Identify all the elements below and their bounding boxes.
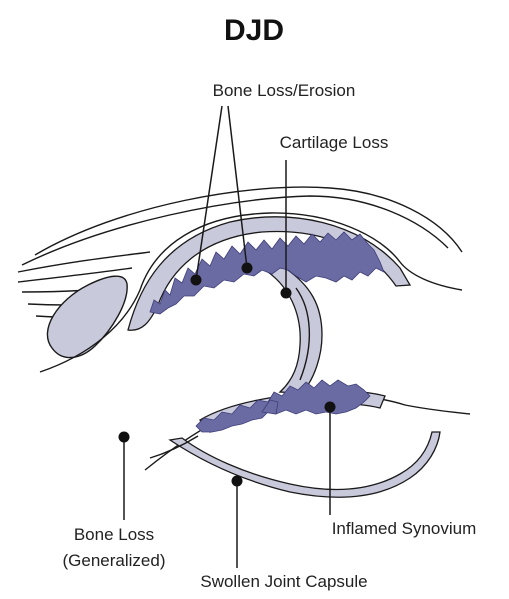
label-bone-loss-erosion: Bone Loss/Erosion xyxy=(213,81,356,100)
label-inflamed-synovium: Inflamed Synovium xyxy=(332,519,477,538)
leader-lines xyxy=(124,106,330,568)
lower-synovium xyxy=(196,380,370,432)
label-bone-loss-generalized-line2: (Generalized) xyxy=(63,551,166,570)
marker-bone-erosion-1 xyxy=(191,275,202,286)
sesamoid-bone xyxy=(47,276,127,357)
label-swollen-joint-capsule: Swollen Joint Capsule xyxy=(200,572,367,591)
marker-swollen-joint-capsule xyxy=(232,476,243,487)
label-bone-loss-generalized-line1: Bone Loss xyxy=(74,525,154,544)
label-cartilage-loss: Cartilage Loss xyxy=(280,133,389,152)
marker-bone-erosion-2 xyxy=(242,263,253,274)
marker-cartilage-loss xyxy=(281,288,292,299)
marker-bone-loss-generalized xyxy=(119,432,130,443)
vertical-cartilage xyxy=(262,268,322,393)
marker-inflamed-synovium xyxy=(325,402,336,413)
diagram-title: DJD xyxy=(224,14,284,47)
joint-capsule xyxy=(170,432,440,497)
